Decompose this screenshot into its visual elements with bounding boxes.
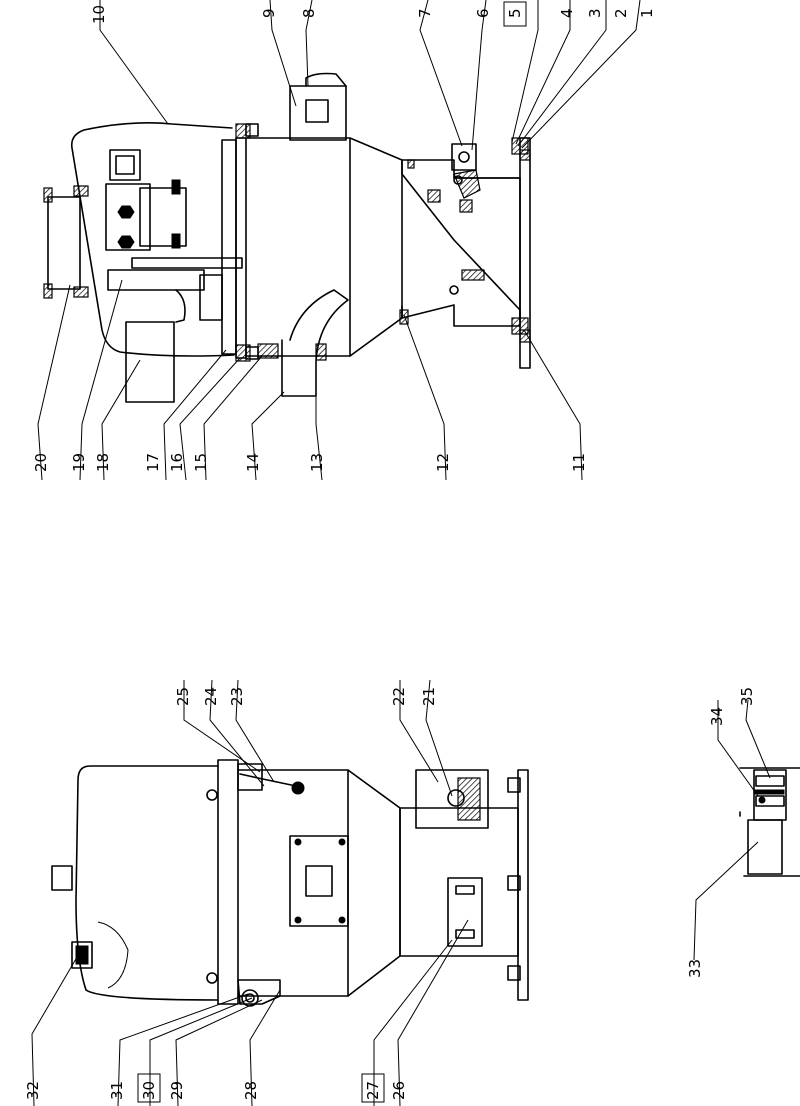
side-hopper-body bbox=[245, 137, 521, 357]
callout-26: 26 bbox=[390, 1081, 408, 1100]
side-valve-assembly bbox=[105, 149, 243, 291]
callout-32: 32 bbox=[24, 1081, 42, 1100]
front-window-26 bbox=[447, 877, 483, 947]
callout-6: 6 bbox=[474, 8, 492, 18]
callout-4: 4 bbox=[558, 8, 576, 18]
callout-28: 28 bbox=[242, 1081, 260, 1100]
front-middle-body bbox=[237, 769, 401, 997]
callout-18: 18 bbox=[94, 453, 112, 472]
callout-5: 5 bbox=[506, 8, 524, 18]
callout-30: 30 bbox=[140, 1081, 158, 1100]
callout-34: 34 bbox=[708, 707, 726, 726]
callout-14: 14 bbox=[244, 453, 262, 472]
callout-13: 13 bbox=[308, 453, 326, 472]
callout-7: 7 bbox=[416, 8, 434, 18]
callout-3: 3 bbox=[586, 8, 604, 18]
callout-33: 33 bbox=[686, 959, 704, 978]
front-latch bbox=[237, 763, 305, 795]
callout-20: 20 bbox=[32, 453, 50, 472]
callout-8: 8 bbox=[300, 8, 318, 18]
callout-25: 25 bbox=[174, 687, 192, 706]
side-housing bbox=[70, 122, 235, 357]
callouts-front-view: 32 31 30 29 28 27 26 25 24 23 22 21 bbox=[24, 687, 438, 1103]
side-base-plate bbox=[511, 137, 531, 369]
callout-16: 16 bbox=[168, 453, 186, 472]
side-view bbox=[43, 72, 531, 403]
callout-27: 27 bbox=[364, 1081, 382, 1100]
leader-lines bbox=[31, 0, 771, 1106]
callout-17: 17 bbox=[144, 453, 162, 472]
front-view bbox=[51, 759, 529, 1007]
callout-1: 1 bbox=[638, 8, 656, 18]
front-fitting-32 bbox=[71, 941, 93, 969]
front-hinge bbox=[237, 979, 281, 1007]
callout-11: 11 bbox=[570, 453, 588, 472]
callouts-side-view: 20 19 18 17 16 15 14 13 12 11 10 9 8 7 6… bbox=[32, 1, 656, 472]
callouts-detail-view: 33 34 35 bbox=[686, 687, 756, 978]
callout-2: 2 bbox=[612, 8, 630, 18]
side-flange bbox=[221, 123, 259, 362]
callout-9: 9 bbox=[260, 8, 278, 18]
side-level-sensor bbox=[449, 143, 481, 295]
callout-15: 15 bbox=[192, 453, 210, 472]
callout-24: 24 bbox=[202, 687, 220, 706]
callout-27-box bbox=[361, 1073, 385, 1103]
callout-22: 22 bbox=[390, 687, 408, 706]
front-housing bbox=[75, 765, 219, 1001]
front-base bbox=[507, 769, 529, 1001]
side-elbow-inlet bbox=[257, 289, 349, 397]
side-inner-pipe bbox=[125, 321, 175, 403]
callout-30-box bbox=[137, 1073, 161, 1103]
detail-view bbox=[739, 767, 800, 877]
front-sight-glass bbox=[415, 769, 489, 829]
callout-29: 29 bbox=[168, 1081, 186, 1100]
side-top-cover bbox=[43, 185, 89, 299]
front-lower-housing bbox=[399, 807, 519, 957]
side-port bbox=[289, 72, 347, 141]
callout-35: 35 bbox=[738, 687, 756, 706]
callout-19: 19 bbox=[70, 453, 88, 472]
callout-23: 23 bbox=[228, 687, 246, 706]
callout-5-box bbox=[503, 1, 527, 27]
callout-21: 21 bbox=[420, 687, 438, 706]
callout-31: 31 bbox=[108, 1081, 126, 1100]
callout-12: 12 bbox=[434, 453, 452, 472]
callout-10: 10 bbox=[90, 5, 108, 24]
